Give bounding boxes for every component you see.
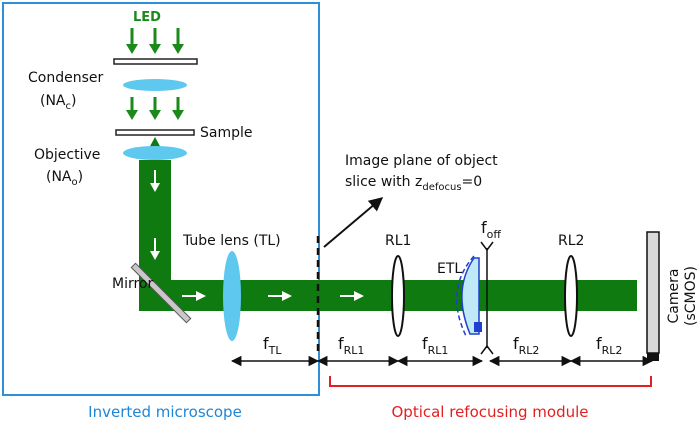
image-plane-label-line1: Image plane of object [345, 153, 498, 169]
optical-refocusing-module-bracket [329, 376, 652, 387]
camera-label: Camera [666, 269, 682, 324]
optical-refocusing-module-label: Optical refocusing module [391, 403, 588, 421]
led-label: LED [133, 10, 161, 25]
mirror [130, 262, 192, 324]
focal-distance-label-rl2-a: fRL2 [513, 334, 539, 357]
inverted-microscope-label: Inverted microscope [88, 403, 242, 421]
condenser-label: Condenser [28, 70, 103, 86]
tube-lens-label: Tube lens (TL) [182, 233, 281, 249]
objective-label: Objective [34, 147, 100, 163]
image-plane-pointer-arrow [323, 197, 384, 248]
etl-dashed-profile [455, 255, 475, 337]
inverted-microscope-frame [2, 2, 320, 396]
na-c-label: (NAc) [40, 93, 76, 112]
image-plane-label-line2: slice with zdefocus=0 [345, 174, 482, 193]
led-down-arrow-icon [126, 28, 184, 54]
beam-right-arrow-icon [182, 291, 364, 301]
condenser-lens [123, 79, 187, 91]
sample-label: Sample [200, 125, 253, 141]
focal-distance-label-tl: fTL [263, 334, 282, 357]
f-off-plane-top-cap [480, 241, 494, 252]
etl-label: ETL [437, 261, 462, 277]
f-off-plane-bottom-cap [480, 344, 494, 355]
etl-lens [461, 257, 480, 335]
focal-distance-label-rl1-a: fRL1 [338, 334, 364, 357]
camera-type-label: (sCMOS) [683, 266, 699, 326]
camera-sensor [647, 353, 659, 361]
relay-lens-2 [564, 255, 578, 337]
etl-actuator [474, 322, 482, 332]
focal-distance-label-rl2-b: fRL2 [596, 334, 622, 357]
led-diffuser-plate [113, 58, 198, 65]
camera-body [646, 231, 660, 354]
objective-lens [123, 146, 187, 160]
mirror-label: Mirror [112, 276, 153, 292]
f-off-label: foff [481, 218, 501, 241]
relay-lens-1 [391, 255, 405, 337]
rl2-label: RL2 [558, 233, 584, 249]
condenser-down-arrow-icon [126, 97, 184, 120]
focal-distance-label-rl1-b: fRL1 [422, 334, 448, 357]
sample-slide [115, 129, 195, 136]
rl1-label: RL1 [385, 233, 411, 249]
beam-horizontal [139, 280, 637, 311]
beam-down-arrow-icon [150, 170, 160, 260]
na-o-label: (NAo) [46, 169, 83, 188]
tube-lens [223, 251, 241, 341]
